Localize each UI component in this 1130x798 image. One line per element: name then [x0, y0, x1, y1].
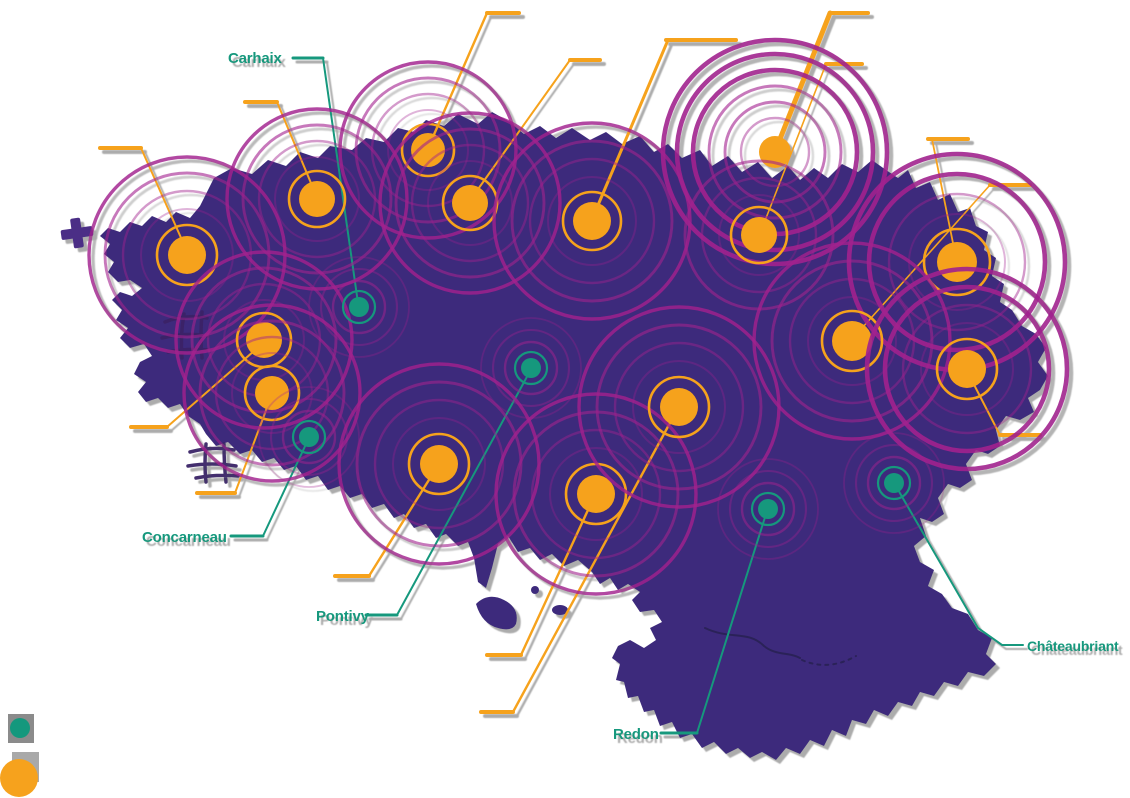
label-carhaix: Carhaix	[228, 50, 282, 67]
islet	[531, 586, 539, 594]
leader-line	[519, 495, 596, 657]
loire-river-line	[704, 627, 801, 659]
teal-city-markers	[258, 256, 945, 560]
orange-city-marker-12[interactable]	[182, 303, 362, 483]
coast-texture-scribble	[186, 442, 240, 484]
leader-line	[166, 343, 263, 428]
orange-city-marker-5[interactable]	[492, 121, 692, 321]
orange-city-marker-9[interactable]	[752, 241, 952, 441]
label-pontivy: Pontivy	[316, 608, 370, 625]
orange-city-marker-2[interactable]	[225, 107, 409, 291]
teal-city-marker-chateaubriant[interactable]	[843, 432, 945, 534]
leader-line	[427, 11, 489, 148]
leader-line	[773, 10, 833, 152]
legend-orange-marker	[0, 759, 38, 797]
leader-line	[696, 513, 767, 734]
label-chateaubriant: Châteaubriant	[1027, 638, 1119, 654]
label-redon: Redon	[613, 726, 659, 743]
islet	[552, 605, 568, 615]
region-shape	[100, 112, 1048, 760]
teal-leader-lines	[229, 56, 1024, 735]
brittany-region-silhouette	[60, 112, 1048, 760]
teal-city-marker-carhaix[interactable]	[308, 256, 410, 358]
leader-line	[276, 101, 317, 196]
loire-river-line-dashed	[801, 655, 857, 666]
teal-city-marker-redon[interactable]	[717, 458, 819, 560]
legend	[0, 714, 39, 797]
leader-line	[591, 38, 670, 219]
leader-line	[931, 138, 957, 259]
belle-ile-island	[476, 596, 517, 630]
teal-city-marker-pontivy[interactable]	[480, 317, 582, 419]
orange-city-marker-4[interactable]	[378, 111, 562, 295]
teal-city-labels: Carhaix Concarneau Pontivy Redon Château…	[142, 50, 1119, 743]
orange-city-marker-10[interactable]	[864, 266, 1070, 472]
coast-texture-scribble	[160, 310, 210, 360]
orange-city-marker-14[interactable]	[494, 392, 698, 596]
label-concarneau: Concarneau	[142, 529, 227, 546]
leader-line	[367, 465, 439, 578]
leader-line	[853, 184, 991, 338]
leader-line	[262, 441, 308, 537]
leader-line	[396, 372, 530, 616]
orange-city-marker-7[interactable]	[683, 159, 835, 311]
leader-line	[896, 487, 1024, 646]
island-plus-cross	[60, 217, 94, 249]
teal-city-marker-concarneau[interactable]	[258, 386, 360, 488]
orange-city-markers	[87, 37, 1070, 596]
leader-line	[322, 57, 359, 304]
orange-city-marker-15[interactable]	[577, 305, 781, 509]
legend-teal-marker	[10, 718, 30, 738]
